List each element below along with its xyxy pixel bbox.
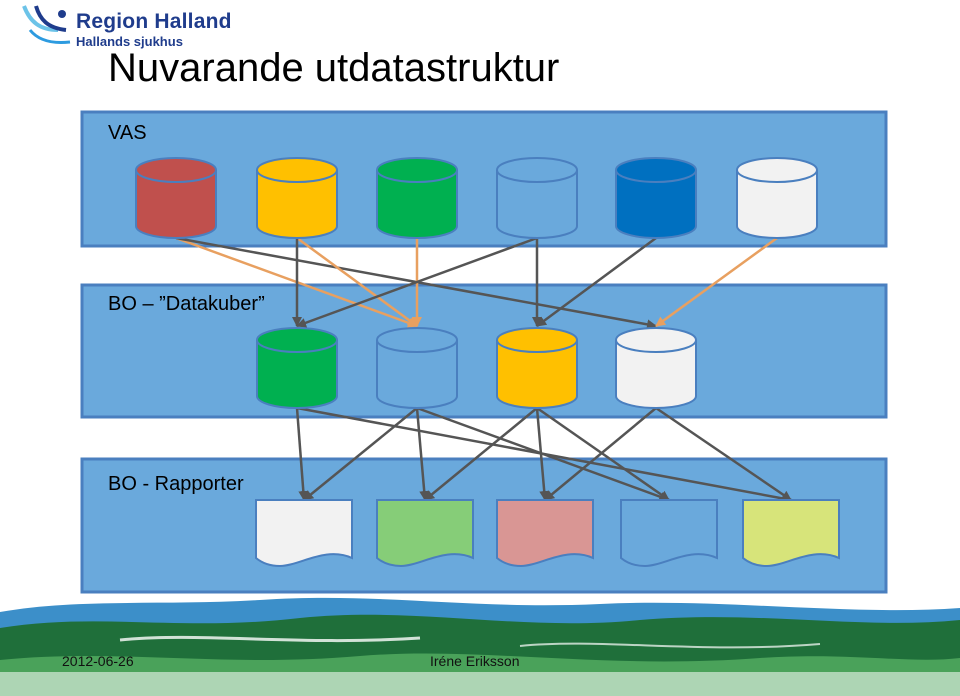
cube-database-light-blue-icon: [376, 327, 458, 409]
vas-database-white-icon: [736, 157, 818, 239]
report-document-pink-icon: [496, 499, 594, 568]
vas-database-blue-icon: [615, 157, 697, 239]
cube-database-white-icon: [615, 327, 697, 409]
vas-cube-connector-8: [655, 236, 778, 328]
report-document-yellow-green-icon: [742, 499, 840, 568]
cube-report-connector-2: [303, 407, 418, 501]
report-document-green-icon: [376, 499, 474, 568]
cube-report-connector-3: [415, 407, 430, 501]
layer-panel-cubes: [80, 283, 888, 419]
layer-label-cubes: BO – ”Datakuber”: [108, 293, 265, 315]
cube-database-green-icon: [256, 327, 338, 409]
cube-report-connector-7: [536, 406, 670, 502]
layer-label-reports: BO - Rapporter: [108, 473, 244, 495]
cube-report-connector-0: [295, 407, 309, 501]
report-document-light-blue-icon: [620, 499, 718, 568]
cube-report-connector-8: [544, 407, 657, 501]
vas-database-green-icon: [376, 157, 458, 239]
cube-report-connector-6: [535, 407, 550, 501]
landscape-decoration: [0, 597, 960, 696]
vas-cube-connector-6: [296, 236, 538, 328]
logo-name: Region Halland: [76, 10, 232, 33]
logo-text: Region Halland Hallands sjukhus: [76, 10, 232, 49]
region-halland-logo-icon: [22, 5, 71, 44]
vas-cube-connector-7: [536, 236, 657, 328]
cube-report-connector-9: [655, 406, 792, 502]
page-title: Nuvarande utdatastruktur: [108, 46, 560, 90]
vas-cube-connector-2: [296, 236, 418, 328]
vas-database-red-icon: [135, 157, 217, 239]
report-document-white-icon: [255, 499, 353, 568]
layer-label-vas: VAS: [108, 122, 147, 144]
footer-date: 2012-06-26: [62, 653, 134, 669]
vas-database-yellow-icon: [256, 157, 338, 239]
cube-database-yellow-icon: [496, 327, 578, 409]
logo-subtitle: Hallands sjukhus: [76, 34, 183, 49]
cube-report-connector-4: [416, 406, 670, 502]
footer-author: Iréne Eriksson: [430, 653, 520, 669]
vas-database-light-blue-icon: [496, 157, 578, 239]
cube-report-connector-5: [424, 407, 538, 501]
